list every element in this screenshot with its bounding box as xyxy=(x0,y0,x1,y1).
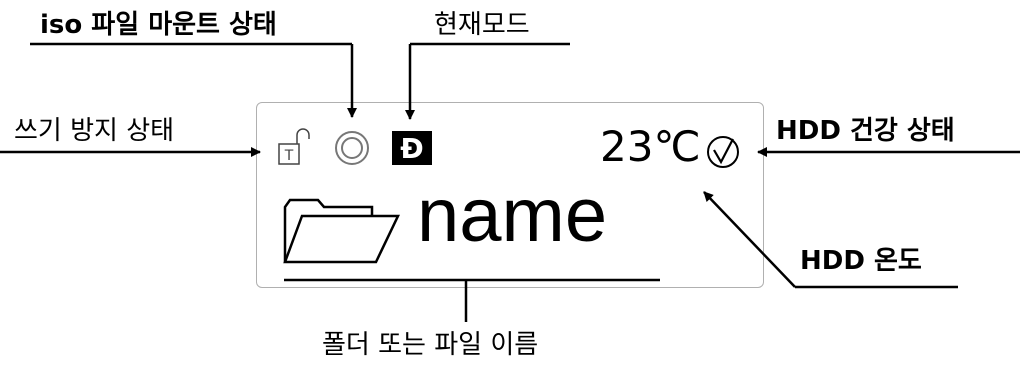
folder-icon xyxy=(283,198,400,264)
mode-d-icon: Đ xyxy=(392,131,432,165)
write-protect-state-label: 쓰기 방지 상태 xyxy=(14,116,175,146)
health-check-icon xyxy=(707,136,739,168)
file-name-leader xyxy=(284,278,660,322)
hdd-health-state-label: HDD 건강 상태 xyxy=(776,116,955,146)
display-screen xyxy=(256,102,764,288)
iso-mount-state-label: iso 파일 마운트 상태 xyxy=(40,10,277,40)
hdd-temperature-value: 23℃ xyxy=(600,122,701,171)
lock-open-icon xyxy=(278,128,310,165)
iso-mount-leader xyxy=(30,42,357,118)
write-protect-letter: T xyxy=(284,148,294,164)
hdd-temperature-label: HDD 온도 xyxy=(800,246,922,276)
file-name-text: name xyxy=(417,173,608,258)
iso-mount-icon xyxy=(335,131,369,165)
current-mode-label: 현재모드 xyxy=(434,10,530,40)
hdd-temperature-leader xyxy=(703,191,958,289)
folder-or-file-name-label: 폴더 또는 파일 이름 xyxy=(322,330,539,360)
current-mode-leader xyxy=(405,42,570,120)
